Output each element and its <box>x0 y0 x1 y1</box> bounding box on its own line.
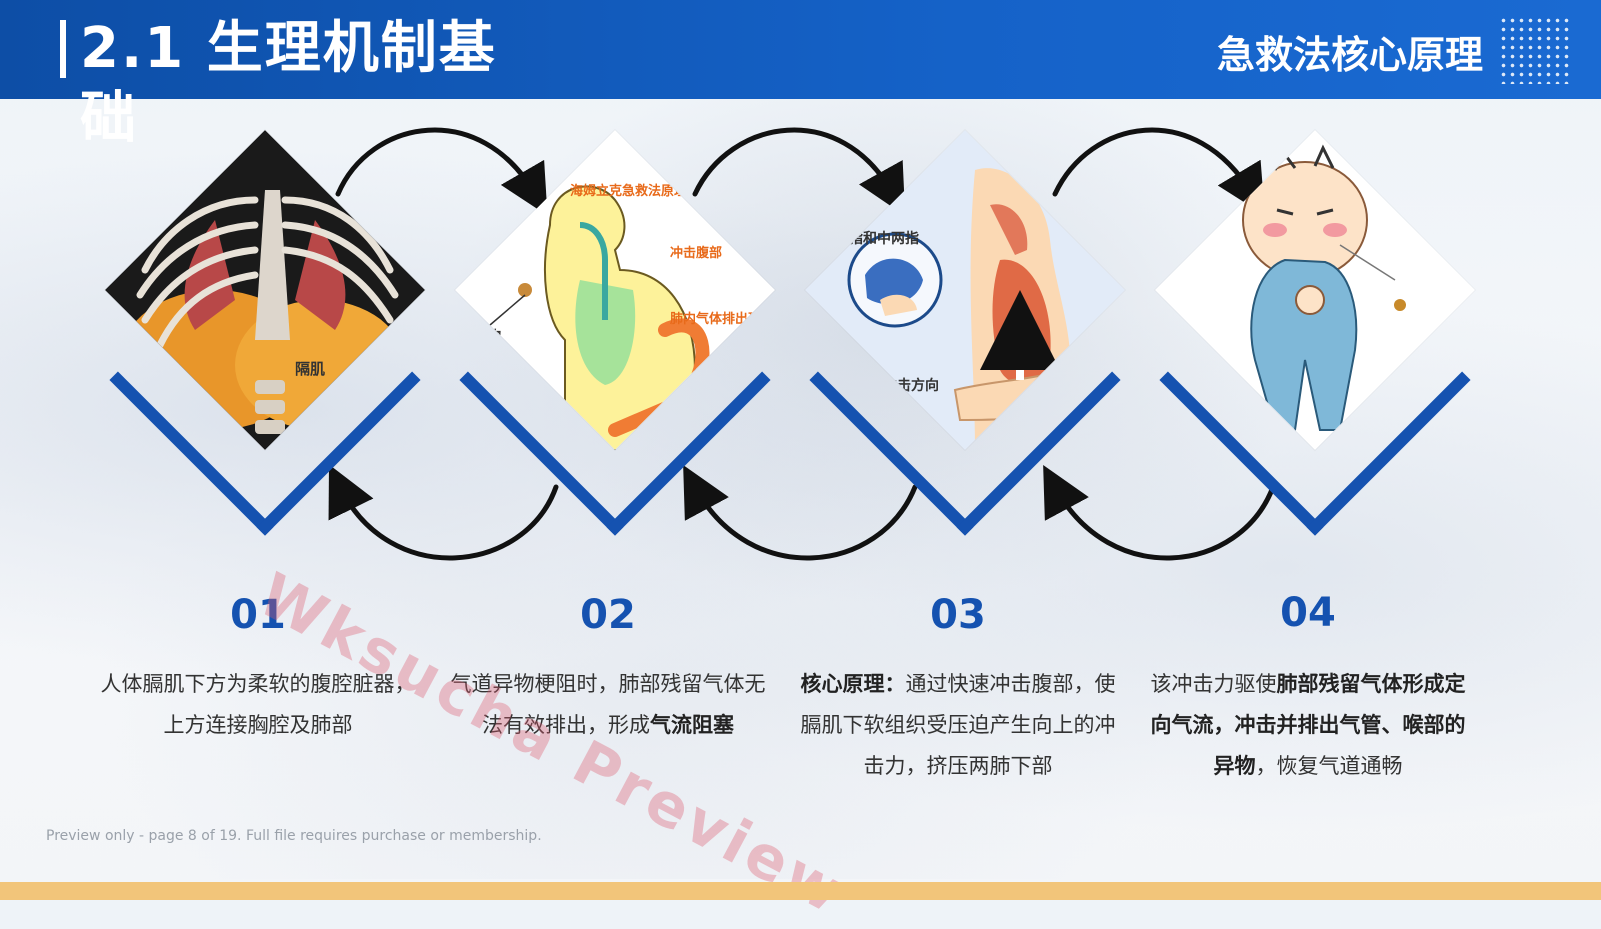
step-number-2: 02 <box>580 592 636 638</box>
title-accent-bar <box>60 20 66 78</box>
diaphragm-label: 隔肌 <box>295 360 326 378</box>
header-bar: 2.1 生理机制基础 急救法核心原理 <box>0 0 1601 151</box>
arrow-bottom-3 <box>1043 465 1276 561</box>
step-desc-1: 人体膈肌下方为柔软的腹腔脏器，上方连接胸腔及肺部 <box>98 664 418 746</box>
page-title: 2.1 生理机制基础 <box>80 16 497 151</box>
flow-arrows <box>328 127 1276 561</box>
step-desc-3: 核心原理：通过快速冲击腹部，使膈肌下软组织受压迫产生向上的冲击力，挤压两肺下部 <box>798 664 1118 787</box>
diagram-title-label: 海姆立克急救法原理 <box>570 184 688 199</box>
airflow-label: 肺内气体排出形成 <box>670 312 775 327</box>
desc-text: 通过快速冲击腹部，使膈肌下软组织受压迫产生向上的冲击力，挤压两肺下部 <box>800 672 1116 778</box>
diamond-image: 隔肌 <box>105 130 425 450</box>
arrow-bottom-1 <box>328 464 559 561</box>
desc-bold-text: 肺部残留气体形成定向气流，冲击并排出气管、喉部的异物 <box>1150 672 1466 778</box>
two-finger-label: 食指和中两指 <box>835 231 919 247</box>
step-number-1: 01 <box>230 592 286 638</box>
abdomen-thrust-label: 冲击腹部 <box>670 246 723 261</box>
step-card-1: 隔肌 <box>100 130 430 536</box>
arrow-bottom-2 <box>683 465 918 561</box>
dot-pattern-decoration <box>1499 16 1571 84</box>
arrow-top-3 <box>1052 127 1265 216</box>
preview-footer-note: Preview only - page 8 of 19. Full file r… <box>46 828 542 844</box>
section-title: 急救法核心原理 <box>1216 33 1483 77</box>
step-desc-2: 气道异物梗阻时，肺部残留气体无法有效排出，形成气流阻塞 <box>448 664 768 746</box>
desc-text: ，恢复气道通畅 <box>1255 754 1403 778</box>
desc-bold-text: 核心原理： <box>800 672 906 696</box>
arrow-top-1 <box>335 127 548 216</box>
step-number-3: 03 <box>930 592 986 638</box>
step-card-2: 海姆立克急救法原理 冲击腹部 肺内气体排出形成 异物 <box>450 130 780 536</box>
desc-text: 该冲击力驱使 <box>1150 672 1277 696</box>
desc-text: 气道异物梗阻时，肺部残留气体无法有效排出，形成 <box>450 672 766 737</box>
step-card-3: 食指和中两指 冲击方向 <box>800 130 1130 536</box>
arrow-top-2 <box>692 127 906 216</box>
step-desc-4: 该冲击力驱使肺部残留气体形成定向气流，冲击并排出气管、喉部的异物，恢复气道通畅 <box>1148 664 1468 787</box>
step-card-4 <box>1150 130 1480 536</box>
desc-bold-text: 气流阻塞 <box>650 713 734 737</box>
diaphragm-anatomy-image <box>105 130 425 450</box>
desc-text: 人体膈肌下方为柔软的腹腔脏器，上方连接胸腔及肺部 <box>100 672 416 737</box>
step-number-4: 04 <box>1280 590 1336 636</box>
bottom-accent-strip <box>0 882 1601 900</box>
